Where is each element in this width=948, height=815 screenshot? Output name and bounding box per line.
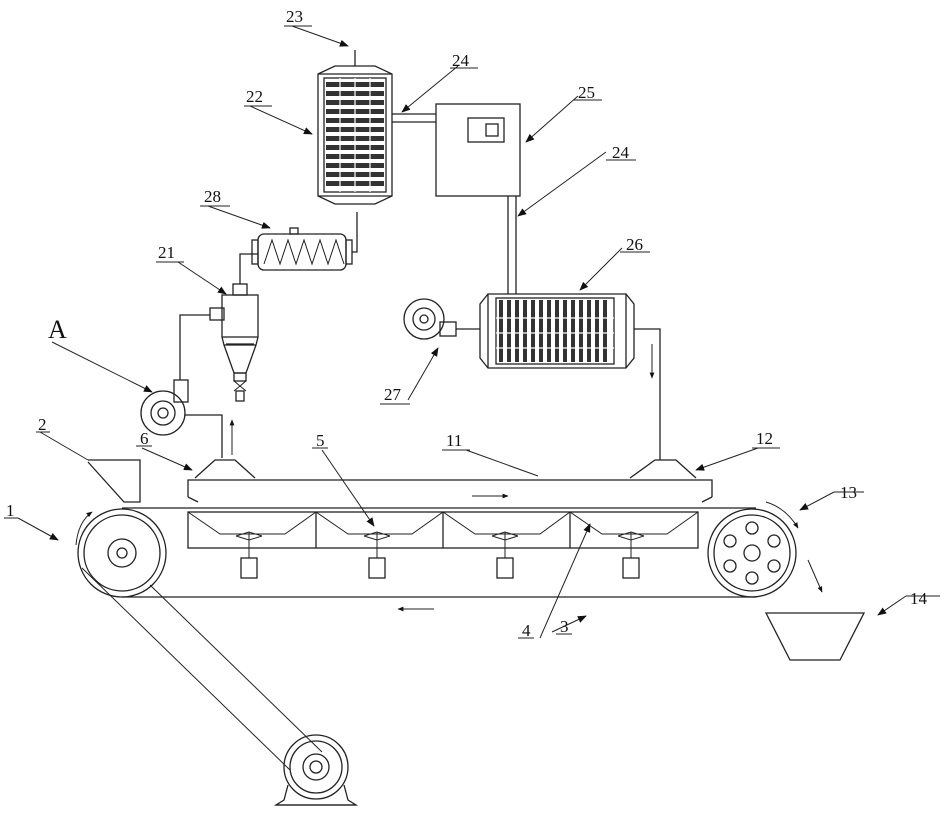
svg-text:23: 23 bbox=[286, 7, 303, 26]
callout-labels: 1 2 3 4 5 6 11 12 13 14 21 22 23 24 25 2… bbox=[4, 7, 940, 640]
supply-duct bbox=[634, 328, 661, 460]
label-4: 4 bbox=[518, 621, 534, 640]
svg-text:3: 3 bbox=[560, 617, 569, 636]
label-5: 5 bbox=[312, 431, 328, 450]
drying-hood bbox=[187, 459, 713, 503]
svg-text:A: A bbox=[48, 315, 67, 344]
label-A: A bbox=[48, 315, 67, 344]
svg-text:28: 28 bbox=[204, 187, 221, 206]
svg-text:2: 2 bbox=[38, 415, 47, 434]
conveyor-belt bbox=[77, 507, 797, 806]
label-2: 2 bbox=[36, 415, 50, 434]
supply-fan bbox=[403, 298, 480, 340]
nozzle-2 bbox=[363, 531, 391, 579]
feed-hopper bbox=[87, 459, 141, 503]
hopper-trays bbox=[187, 511, 699, 549]
label-24-lower: 24 bbox=[606, 143, 636, 162]
label-26: 26 bbox=[620, 235, 650, 254]
svg-text:12: 12 bbox=[756, 429, 773, 448]
rotation-arrow-right bbox=[765, 501, 799, 529]
exhaust-duct bbox=[185, 414, 223, 458]
svg-text:25: 25 bbox=[578, 83, 595, 102]
drive-motor bbox=[273, 734, 359, 806]
nozzle-1 bbox=[235, 531, 263, 579]
drive-pulley-left bbox=[77, 508, 167, 598]
svg-text:6: 6 bbox=[140, 429, 149, 448]
cyclone-separator bbox=[209, 283, 259, 402]
pipe-24-lower bbox=[507, 196, 517, 294]
svg-text:26: 26 bbox=[626, 235, 643, 254]
rotation-arrow-left bbox=[75, 511, 93, 546]
svg-text:21: 21 bbox=[158, 243, 175, 262]
label-27: 27 bbox=[380, 385, 410, 405]
label-6: 6 bbox=[136, 429, 152, 448]
discharge-arrow bbox=[807, 559, 823, 593]
label-22: 22 bbox=[244, 87, 272, 107]
callout-leaders bbox=[17, 25, 907, 639]
nozzle-3 bbox=[491, 531, 519, 579]
label-25: 25 bbox=[574, 83, 602, 102]
heat-pump-unit bbox=[435, 103, 521, 197]
label-28: 28 bbox=[200, 187, 230, 207]
svg-text:24: 24 bbox=[452, 51, 470, 70]
label-3: 3 bbox=[556, 617, 572, 636]
heat-exchanger-26-fins bbox=[496, 300, 614, 362]
label-23: 23 bbox=[284, 7, 312, 27]
heat-exchanger-22 bbox=[317, 50, 393, 205]
label-11: 11 bbox=[442, 431, 470, 451]
label-1: 1 bbox=[4, 501, 18, 520]
label-21: 21 bbox=[156, 243, 184, 263]
svg-text:1: 1 bbox=[6, 501, 15, 520]
exhaust-fan-A bbox=[140, 379, 189, 436]
heat-exchanger-22-fins bbox=[326, 78, 384, 192]
nozzle-4 bbox=[617, 531, 645, 579]
fan-nozzles bbox=[235, 531, 645, 579]
pipe-24-upper bbox=[392, 113, 436, 123]
svg-text:5: 5 bbox=[316, 431, 325, 450]
condenser-coil bbox=[251, 227, 353, 271]
svg-text:4: 4 bbox=[522, 621, 531, 640]
label-13: 13 bbox=[834, 483, 864, 502]
svg-text:11: 11 bbox=[446, 431, 462, 450]
svg-text:24: 24 bbox=[612, 143, 630, 162]
label-12: 12 bbox=[752, 429, 780, 449]
label-24-upper: 24 bbox=[450, 51, 478, 70]
svg-text:14: 14 bbox=[910, 589, 928, 608]
svg-text:27: 27 bbox=[384, 385, 402, 404]
heat-exchanger-26 bbox=[479, 293, 635, 369]
label-14: 14 bbox=[906, 589, 940, 608]
svg-text:22: 22 bbox=[246, 87, 263, 106]
discharge-bin bbox=[764, 612, 866, 661]
driven-pulley-right bbox=[707, 508, 797, 598]
